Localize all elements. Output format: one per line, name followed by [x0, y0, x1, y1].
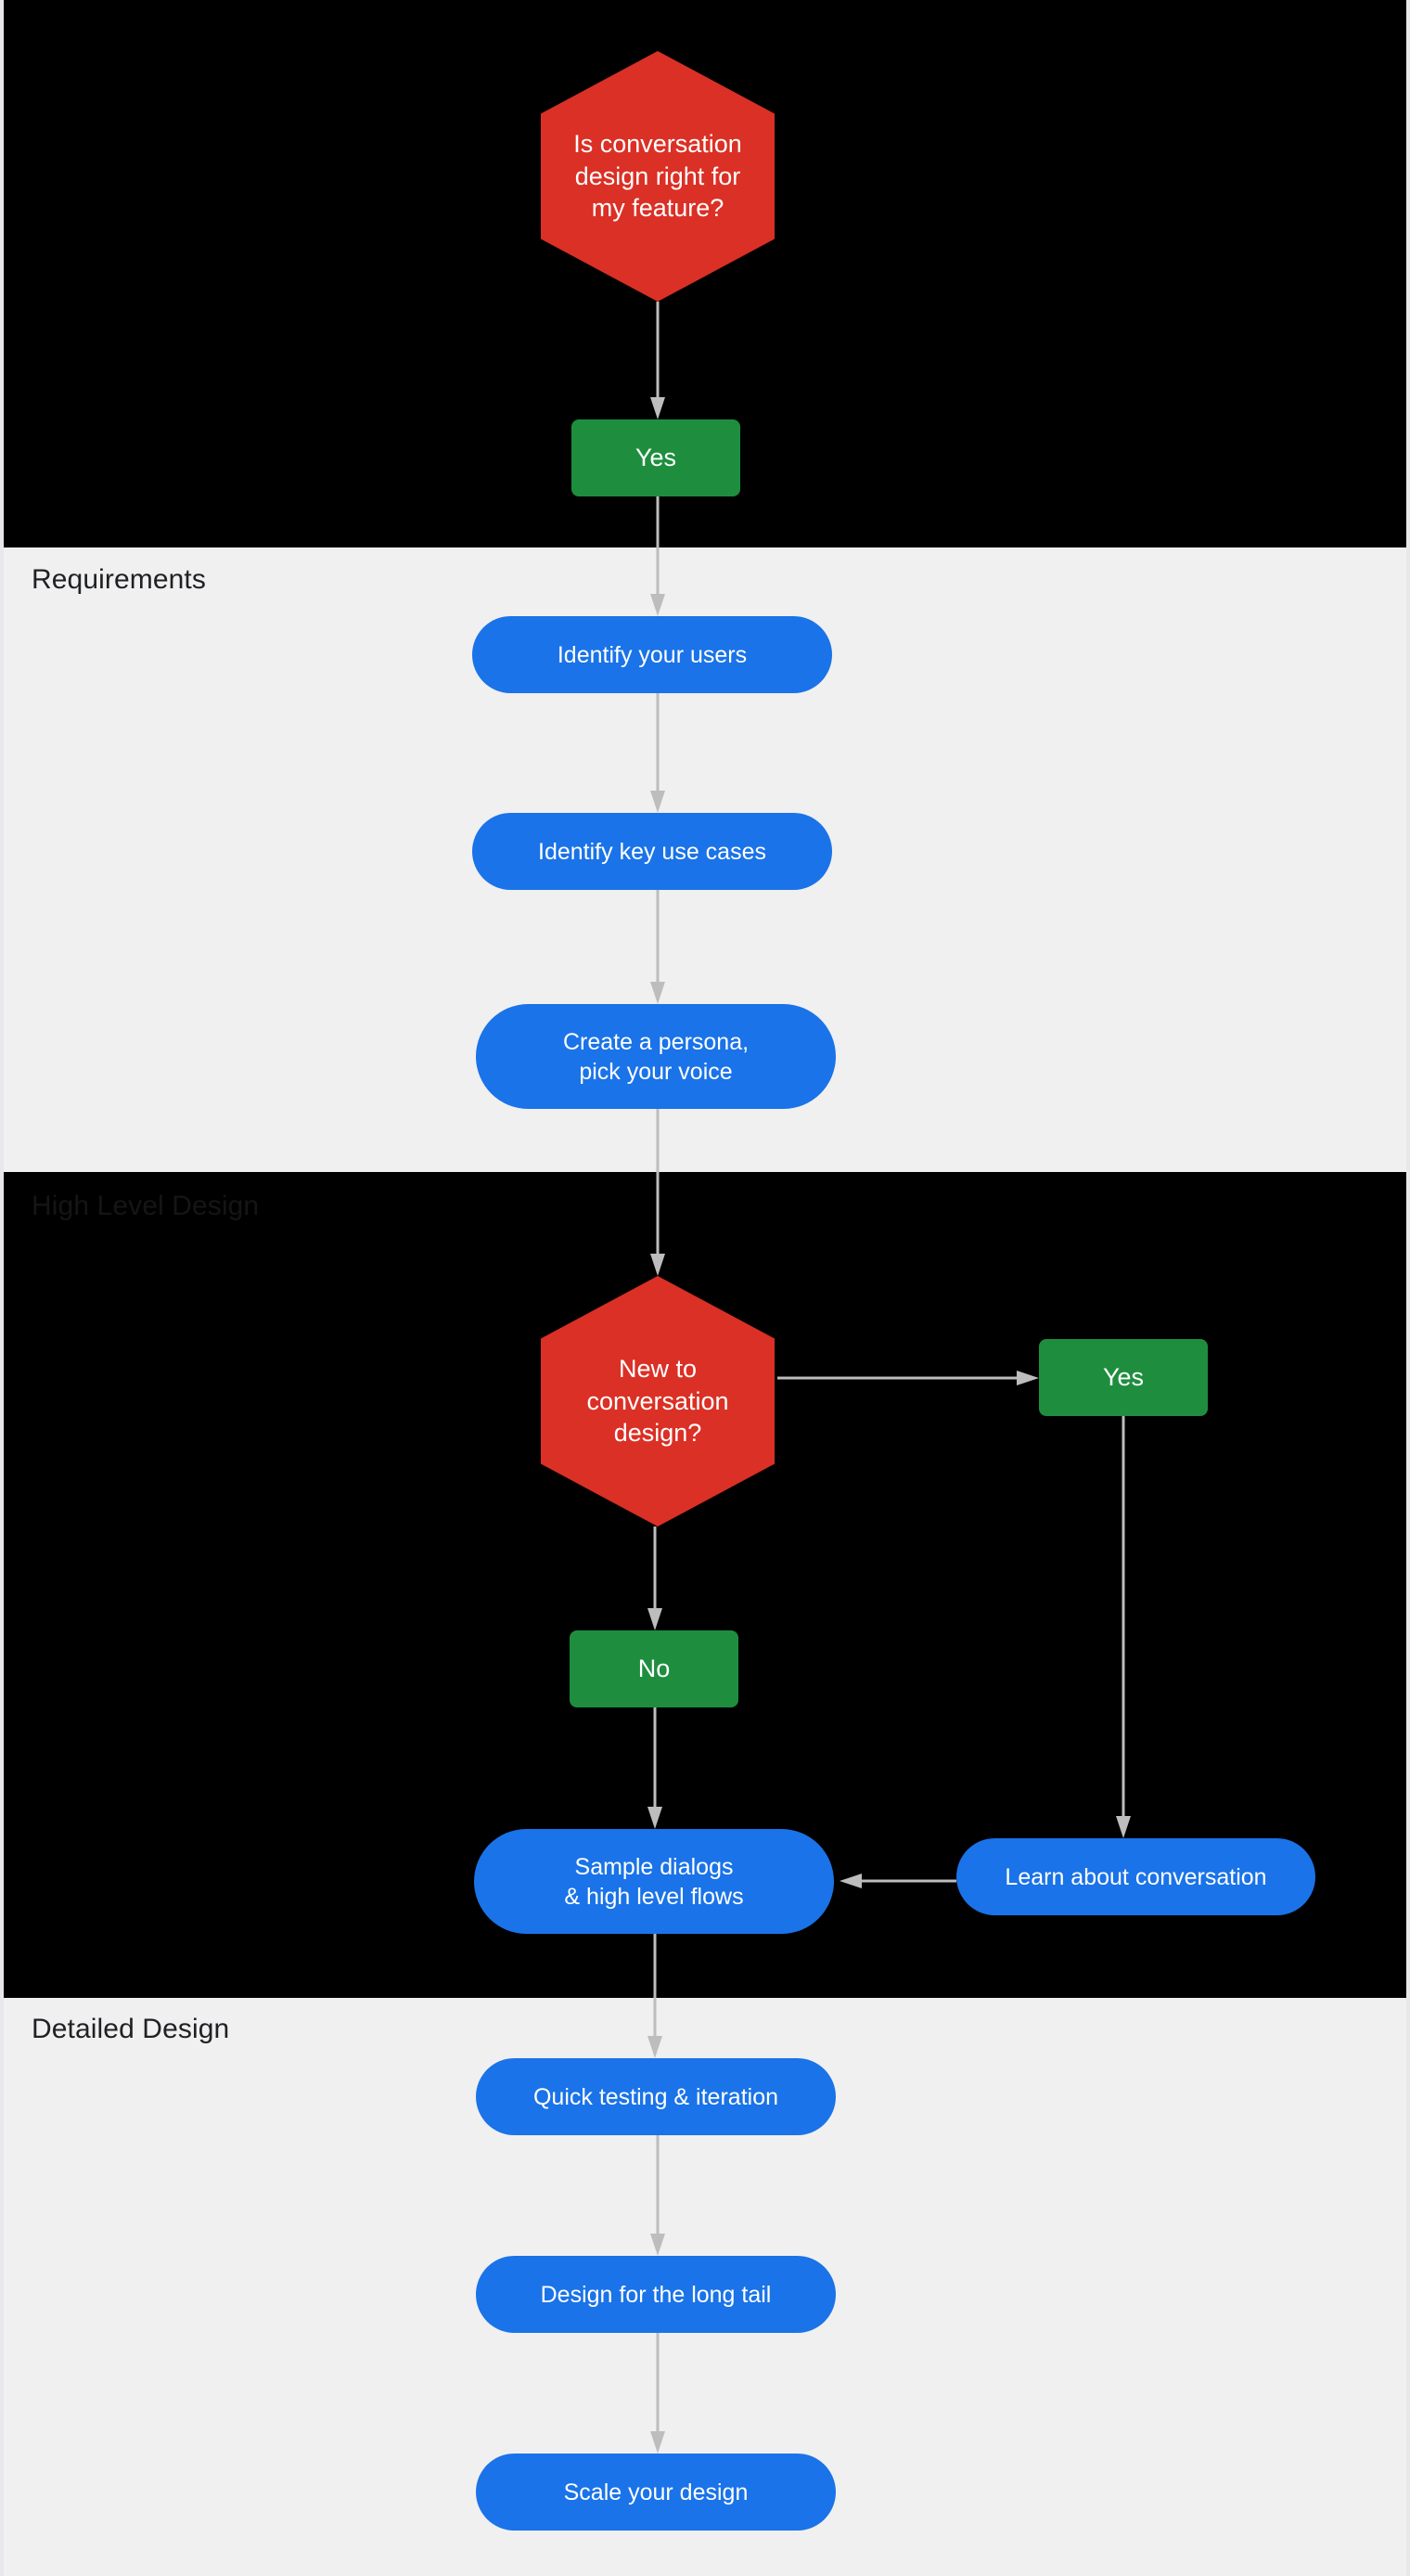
- decision-is-conversation-design-right[interactable]: Is conversation design right for my feat…: [541, 51, 775, 302]
- node-label-line: conversation: [586, 1386, 729, 1415]
- node-label-line: Identify your users: [557, 641, 748, 668]
- node-label-line: Create a persona,: [562, 1028, 750, 1055]
- step-learn-about-conversation[interactable]: Learn about conversation: [956, 1838, 1315, 1915]
- node-label-line: Learn about conversation: [1005, 1863, 1267, 1890]
- node-label-line: design?: [613, 1419, 702, 1448]
- step-quick-testing-iteration[interactable]: Quick testing & iteration: [476, 2058, 836, 2135]
- node-label-line: design right for: [574, 161, 741, 190]
- node-label: No: [638, 1653, 671, 1685]
- node-label-line: Identify key use cases: [538, 838, 766, 865]
- step-identify-your-users[interactable]: Identify your users: [472, 616, 832, 693]
- node-label-line: Design for the long tail: [540, 2281, 772, 2308]
- node-label: Is conversation design right for my feat…: [573, 128, 742, 225]
- node-label-line: Is conversation: [573, 130, 742, 159]
- node-label-line: my feature?: [591, 194, 724, 223]
- node-label: Learn about conversation: [1005, 1862, 1266, 1892]
- step-create-a-persona[interactable]: Create a persona, pick your voice: [476, 1004, 836, 1109]
- decision-new-to-conversation-design[interactable]: New to conversation design?: [541, 1276, 775, 1526]
- node-label-line: Yes: [634, 444, 677, 472]
- section-label-high-level-design: High Level Design: [32, 1191, 260, 1221]
- step-scale-your-design[interactable]: Scale your design: [476, 2454, 836, 2531]
- node-label-line: Scale your design: [563, 2479, 749, 2505]
- node-label-line: Sample dialogs: [574, 1853, 734, 1880]
- canvas-right-edge: [1406, 0, 1410, 2576]
- section-label-requirements: Requirements: [32, 564, 206, 595]
- node-label: New to conversation design?: [586, 1353, 728, 1449]
- node-label: Yes: [635, 442, 676, 474]
- node-label: Quick testing & iteration: [533, 2082, 778, 2112]
- node-label: Sample dialogs & high level flows: [564, 1852, 743, 1912]
- node-label: Identify your users: [558, 640, 747, 670]
- answer-yes-right[interactable]: Yes: [1039, 1339, 1208, 1416]
- node-label-line: pick your voice: [579, 1058, 733, 1085]
- node-label-line: No: [637, 1655, 671, 1683]
- answer-no[interactable]: No: [570, 1630, 738, 1707]
- node-label: Design for the long tail: [541, 2280, 772, 2310]
- node-label: Create a persona, pick your voice: [563, 1027, 749, 1087]
- canvas-left-edge: [0, 0, 4, 2576]
- node-label-line: Yes: [1102, 1363, 1145, 1392]
- answer-yes-top[interactable]: Yes: [571, 419, 740, 496]
- node-label: Yes: [1103, 1361, 1144, 1394]
- section-label-detailed-design: Detailed Design: [32, 2014, 230, 2044]
- node-label-line: Quick testing & iteration: [532, 2083, 778, 2110]
- step-sample-dialogs-high-level-flows[interactable]: Sample dialogs & high level flows: [474, 1829, 834, 1934]
- node-label-line: New to: [618, 1355, 698, 1384]
- node-label: Scale your design: [564, 2478, 749, 2507]
- node-label: Identify key use cases: [538, 837, 766, 867]
- node-label-line: & high level flows: [564, 1883, 744, 1910]
- step-identify-key-use-cases[interactable]: Identify key use cases: [472, 813, 832, 890]
- step-design-for-the-long-tail[interactable]: Design for the long tail: [476, 2256, 836, 2333]
